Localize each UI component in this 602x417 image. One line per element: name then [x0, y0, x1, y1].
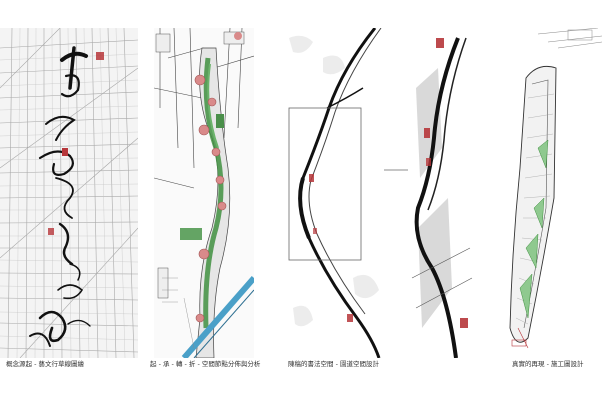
planting-beds [519, 139, 549, 319]
calligraphy-strokes [29, 46, 91, 347]
river-channel [181, 276, 254, 358]
detail-frame [288, 107, 362, 261]
node-analysis-drawing [154, 28, 254, 358]
panel-detail-plan [408, 28, 478, 358]
panel-node-analysis [154, 28, 254, 358]
caption-panel2: 起 - 承 - 轉 - 折 - 空間節點分佈與分析 [150, 360, 261, 368]
seal-stamp [62, 148, 68, 156]
calligraphy-map-drawing [0, 28, 138, 358]
construction-drawing [498, 28, 602, 358]
caption-panel1: 概念源起 - 藝文行草線圖繪 [6, 360, 84, 368]
calligraphic-path-detail [414, 37, 460, 358]
panel-boulevard-design [283, 28, 401, 358]
connector-line [384, 169, 408, 171]
caption-panel5: 真實的再現 - 施工圖設計 [512, 360, 584, 368]
green-corridor [203, 57, 224, 329]
detail-plan-drawing [408, 28, 478, 358]
seal-stamp [436, 38, 444, 48]
spatial-node-markers [194, 74, 227, 323]
caption-panel3: 陳稿的書法空間 - 園道空間設計 [288, 360, 379, 368]
panel-calligraphy-map [0, 28, 138, 358]
seal-stamp [309, 174, 314, 182]
boulevard-design-drawing [283, 28, 401, 358]
panel-construction-drawing [498, 28, 602, 358]
